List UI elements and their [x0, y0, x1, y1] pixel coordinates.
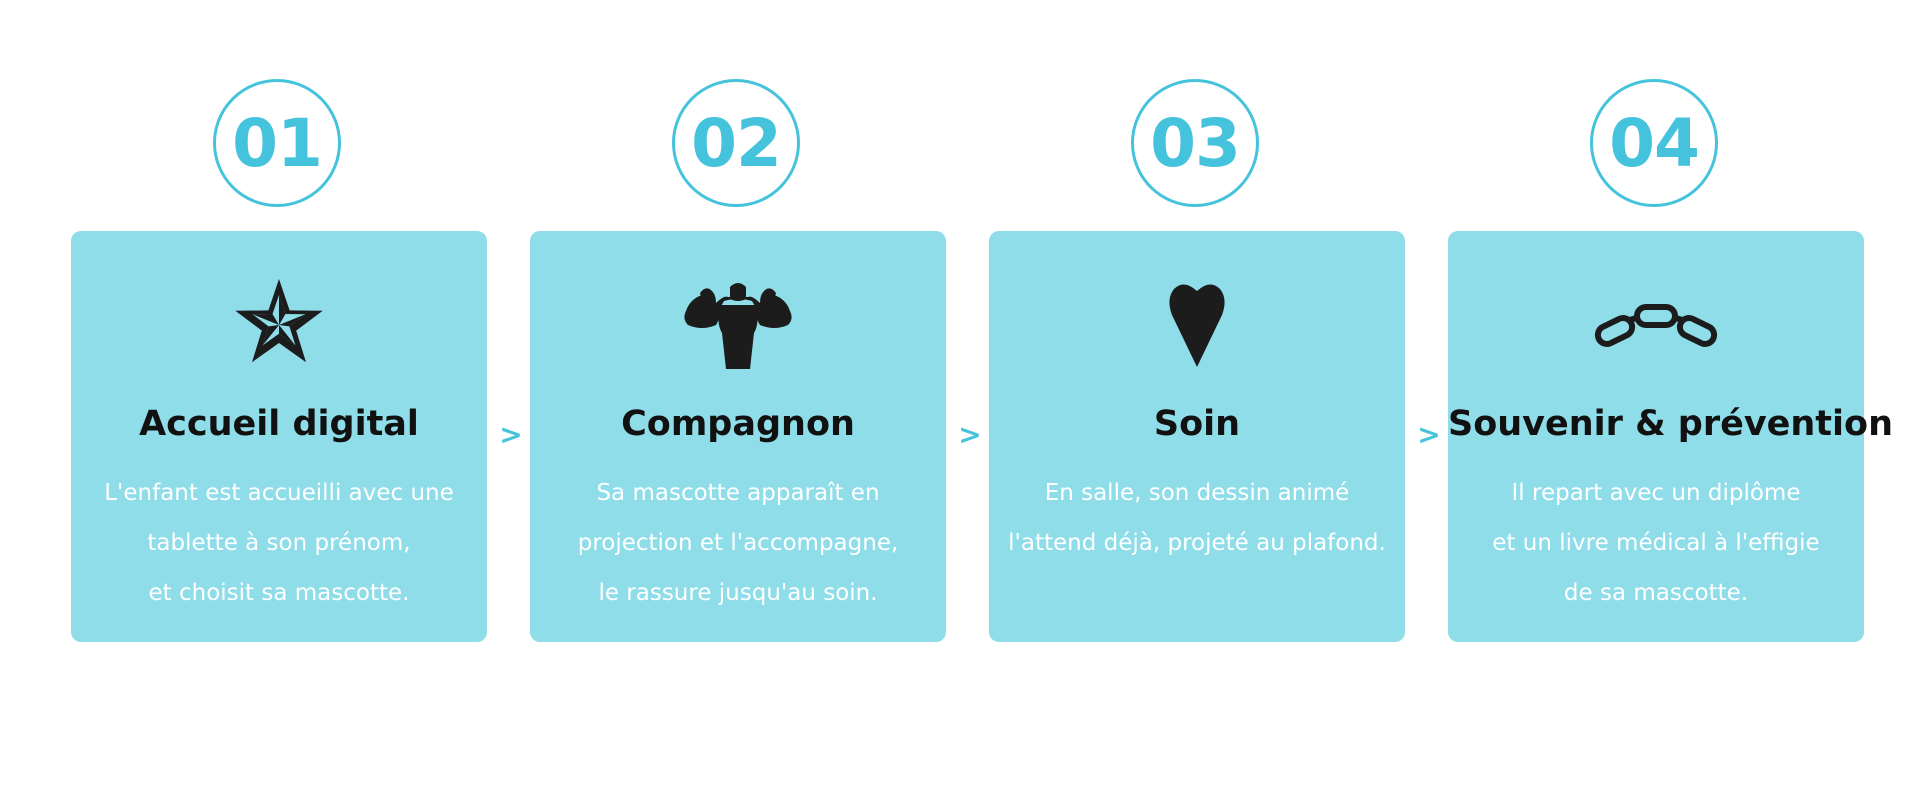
- description-line: tablette à son prénom,: [147, 530, 411, 556]
- step-card: Soin En salle, son dessin animé l'attend…: [989, 231, 1405, 642]
- description-line: de sa mascotte.: [1563, 580, 1749, 606]
- step-number-circle: 02: [672, 79, 800, 207]
- step-separator-arrow: >: [1417, 418, 1441, 451]
- star-icon: [71, 275, 487, 375]
- step-separator-arrow: >: [958, 418, 982, 451]
- step-3: 03 Soin En salle, son dessin animé l'att…: [989, 0, 1405, 800]
- step-title: Compagnon: [621, 404, 855, 444]
- description-line: L'enfant est accueilli avec une: [104, 480, 454, 506]
- step-card: Accueil digital L'enfant est accueilli a…: [71, 231, 487, 642]
- step-number-circle: 03: [1131, 79, 1259, 207]
- step-description: Sa mascotte apparaît en projection et l'…: [530, 468, 946, 618]
- step-card: Compagnon Sa mascotte apparaît en projec…: [530, 231, 946, 642]
- step-number-circle: 04: [1590, 79, 1718, 207]
- chain-icon: [1448, 275, 1864, 375]
- description-line: l'attend déjà, projeté au plafond.: [1008, 530, 1386, 556]
- description-line: projection et l'accompagne,: [577, 530, 899, 556]
- step-description: En salle, son dessin animé l'attend déjà…: [989, 468, 1405, 568]
- muscle-torso-icon: [530, 275, 946, 375]
- step-description: L'enfant est accueilli avec une tablette…: [71, 468, 487, 618]
- description-line: En salle, son dessin animé: [1044, 480, 1350, 506]
- step-4: 04 Souvenir & prévention Il repart avec …: [1448, 0, 1894, 800]
- step-title: Accueil digital: [139, 404, 419, 444]
- description-line: le rassure jusqu'au soin.: [598, 580, 878, 606]
- step-description: Il repart avec un diplôme et un livre mé…: [1448, 468, 1864, 618]
- step-1: 01 Accueil digital L'enfant est accueill…: [71, 0, 487, 800]
- description-line: Sa mascotte apparaît en: [596, 480, 880, 506]
- description-line: et un livre médical à l'effigie: [1492, 530, 1820, 556]
- step-number-circle: 01: [213, 79, 341, 207]
- description-line: et choisit sa mascotte.: [148, 580, 410, 606]
- step-card: Souvenir & prévention Il repart avec un …: [1448, 231, 1894, 642]
- step-separator-arrow: >: [499, 418, 523, 451]
- description-line: Il repart avec un diplôme: [1511, 480, 1801, 506]
- step-title: Soin: [1153, 404, 1241, 444]
- step-title: Souvenir & prévention: [1448, 404, 1894, 444]
- step-2: 02 Compagnon Sa mascotte apparaît en pro…: [530, 0, 946, 800]
- heart-icon: [989, 275, 1405, 375]
